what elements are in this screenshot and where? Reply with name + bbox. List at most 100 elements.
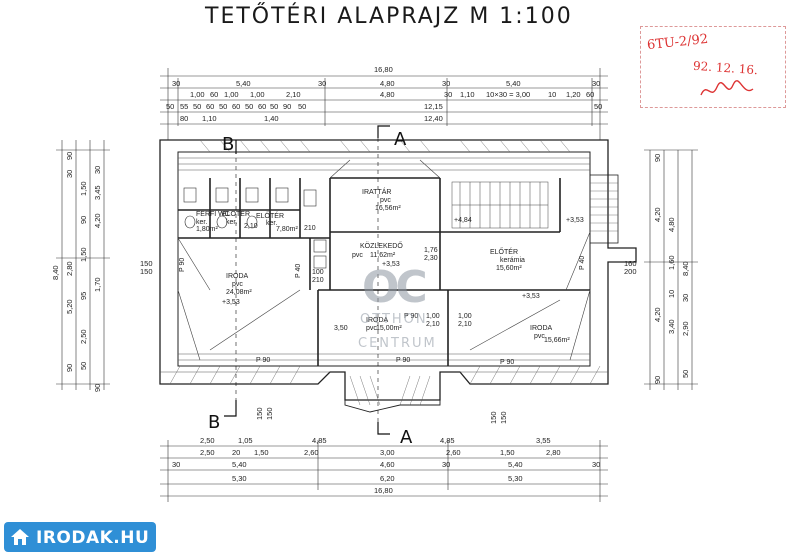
dim-top: 50 xyxy=(166,102,174,111)
parapet-label: P 40 xyxy=(295,264,302,278)
room-name: KÖZLEKEDŐ xyxy=(360,241,403,250)
opening-dim: 150 xyxy=(140,267,153,276)
opening-dim: 2,10 xyxy=(426,321,440,328)
left-dim-texts: 90 30 1,50 90 2,80 1,50 95 5,20 2,50 90 … xyxy=(51,152,102,392)
dim-bottom: 2,50 xyxy=(200,436,215,445)
dim-bottom: 1,50 xyxy=(254,448,269,457)
house-icon xyxy=(11,529,29,545)
top-dim-texts: 16,80 30 5,40 30 4,80 30 5,40 30 1,00 60… xyxy=(166,65,602,123)
dim-top: 1,20 xyxy=(566,90,581,99)
height-marks: +3,53 +3,53 +3,53 +4,84 +3,53 xyxy=(222,217,584,306)
dim-top: 90 xyxy=(283,102,291,111)
room-labels: IRATTÁR pvc 16,56m² KÖZLEKEDŐ pvc 11,62m… xyxy=(196,187,570,344)
room-area: 7,80m² xyxy=(276,226,298,233)
room-area: 1,80m² xyxy=(196,226,218,233)
dim-top: 12,40 xyxy=(424,114,443,123)
dim-left: 1,50 xyxy=(79,247,88,262)
opening-dim: 210 xyxy=(312,277,324,284)
top-dimension-lines xyxy=(160,68,608,140)
dim-right: 1,60 xyxy=(667,255,676,270)
room-name: IRODA xyxy=(530,325,553,332)
watermark-line1: OTTHON xyxy=(360,312,428,327)
room-area: 15,00m² xyxy=(376,325,402,332)
dim-top: 10 xyxy=(548,90,556,99)
section-markers xyxy=(224,125,390,435)
room-floor: ker. xyxy=(226,219,237,226)
section-label-a-bottom: A xyxy=(400,427,413,448)
room-name: FÉRFI WC xyxy=(196,209,230,218)
right-dimension-lines xyxy=(644,149,698,390)
dim-top: 60 xyxy=(232,102,240,111)
opening-dim: 1,00 xyxy=(458,313,472,320)
bottom-dim-texts: 2,50 1,05 4,85 4,85 3,55 2,50 20 1,50 2,… xyxy=(172,436,600,495)
room-area: 11,62m² xyxy=(370,252,396,259)
dim-bottom: 20 xyxy=(232,448,240,457)
room-name: IRODA xyxy=(226,273,249,280)
dim-left: 50 xyxy=(79,362,88,370)
height-mark: +3,53 xyxy=(382,261,400,268)
dim-left: 90 xyxy=(65,152,74,160)
dim-right: 2,90 xyxy=(681,321,690,336)
dim-bottom: 5,30 xyxy=(232,474,247,483)
room-floor: pvc xyxy=(352,252,363,259)
dim-left: 95 xyxy=(79,292,88,300)
dim-bottom: 4,60 xyxy=(380,460,395,469)
opening-dim: 160 xyxy=(624,259,637,268)
approval-stamp: 6TU-2/92 92. 12. 16. xyxy=(640,26,786,108)
dim-top: 1,00 xyxy=(224,90,239,99)
room-area: 24,08m² xyxy=(226,289,252,296)
opening-dim: 210 xyxy=(304,225,316,232)
opening-dim: 2,10 xyxy=(458,321,472,328)
dim-left: 30 xyxy=(65,170,74,178)
dim-top: 4,80 xyxy=(380,79,395,88)
dim-right: 4,20 xyxy=(653,307,662,322)
dim-top: 5,40 xyxy=(236,79,251,88)
dim-bottom: 1,50 xyxy=(500,448,515,457)
roof-slopes xyxy=(177,159,591,361)
site-badge[interactable]: IRODAK.HU xyxy=(4,522,156,552)
dim-left: 4,20 xyxy=(93,213,102,228)
dim-right: 90 xyxy=(653,376,662,384)
dim-left: 90 xyxy=(93,384,102,392)
section-label-b-bottom: B xyxy=(208,412,220,433)
dim-right: 8,40 xyxy=(681,261,690,276)
dim-top: 50 xyxy=(219,102,227,111)
dim-top: 60 xyxy=(586,90,594,99)
dim-top: 60 xyxy=(258,102,266,111)
room-area: 15,60m² xyxy=(496,265,522,272)
room-name: ELŐTÉR xyxy=(490,247,518,256)
height-mark: +4,84 xyxy=(454,217,472,224)
staircase xyxy=(451,181,549,229)
site-badge-label: IRODAK.HU xyxy=(36,528,150,548)
room-floor: pvc xyxy=(534,333,545,340)
dim-top: 30 xyxy=(172,79,180,88)
room-floor: ker. xyxy=(196,219,207,226)
opening-dim: 150 xyxy=(489,411,498,424)
dim-top: 50 xyxy=(298,102,306,111)
dim-right: 10 xyxy=(667,290,676,298)
dim-top: 1,10 xyxy=(460,90,475,99)
dim-right: 4,20 xyxy=(653,207,662,222)
dim-bottom: 1,05 xyxy=(238,436,253,445)
dim-bottom: 3,00 xyxy=(380,448,395,457)
dim-left: 90 xyxy=(79,216,88,224)
dim-bottom: 30 xyxy=(172,460,180,469)
opening-dim: 150 xyxy=(140,259,153,268)
dim-left: 8,40 xyxy=(51,265,60,280)
room-area: 16,56m² xyxy=(375,205,401,212)
dim-bottom: 5,40 xyxy=(232,460,247,469)
dim-bottom: 6,20 xyxy=(380,474,395,483)
dim-right: 30 xyxy=(681,294,690,302)
parapet-label: P 90 xyxy=(179,258,186,272)
building-outline xyxy=(159,139,637,413)
dim-left: 3,45 xyxy=(93,185,102,200)
height-mark: +3,53 xyxy=(522,293,540,300)
dim-right: 3,40 xyxy=(667,319,676,334)
dim-top: 30 xyxy=(442,79,450,88)
room-name: IRODA xyxy=(366,317,389,324)
parapet-label: P 90 xyxy=(256,357,270,364)
dim-top: 1,10 xyxy=(202,114,217,123)
dim-bottom: 30 xyxy=(442,460,450,469)
dim-bottom: 2,60 xyxy=(304,448,319,457)
dim-bottom: 3,55 xyxy=(536,436,551,445)
